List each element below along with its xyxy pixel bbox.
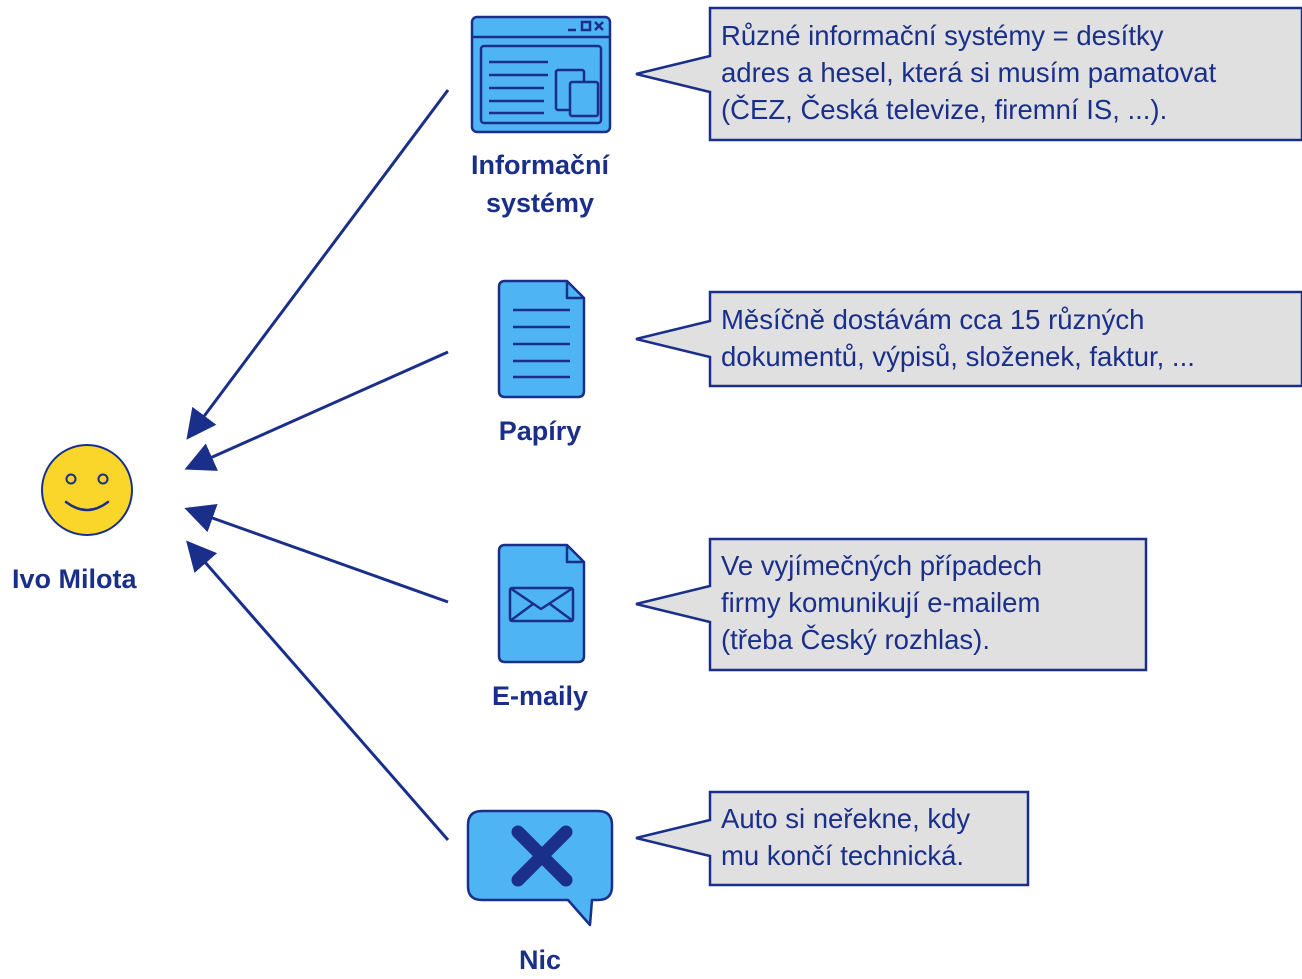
- label-nic: Nic: [438, 941, 642, 979]
- x-speech-bubble-icon: [466, 809, 614, 927]
- document-icon: [497, 279, 586, 399]
- callout-line: Měsíčně dostávám cca 15 různých: [721, 304, 1145, 335]
- callout-box-e-maily: [635, 537, 1148, 672]
- callouts: [635, 6, 1302, 887]
- callout-text-nic: Auto si neřekne, kdy mu končí technická.: [721, 800, 970, 874]
- arrow-informacni-systemy: [186, 89, 450, 440]
- callout-line: (třeba Český rozhlas).: [721, 624, 990, 655]
- person-name: Ivo Milota: [12, 564, 137, 594]
- callout-box-papiry: [635, 290, 1302, 388]
- label-line: Nic: [518, 945, 562, 975]
- callout-line: dokumentů, výpisů, složenek, faktur, ...: [721, 341, 1195, 372]
- arrow-papiry: [184, 350, 449, 471]
- label-line: systémy: [485, 188, 595, 218]
- label-line: Informační: [470, 150, 610, 180]
- callout-line: Auto si neřekne, kdy: [721, 803, 971, 834]
- callout-line: mu končí technická.: [721, 840, 965, 871]
- callout-text-papiry: Měsíčně dostávám cca 15 různých dokument…: [721, 301, 1195, 375]
- callout-text-e-maily: Ve vyjímečných případech firmy komunikuj…: [721, 547, 1042, 658]
- callout-line: adres a hesel, která si musím pamatovat: [721, 57, 1217, 88]
- arrows: [184, 89, 450, 841]
- label-line: Papíry: [498, 416, 582, 446]
- callout-line: Ve vyjímečných případech: [721, 550, 1043, 581]
- label-line: E-maily: [491, 681, 589, 711]
- label-papiry: Papíry: [438, 412, 642, 450]
- callout-line: firmy komunikují e-mailem: [721, 587, 1041, 618]
- callout-box-nic: [635, 790, 1030, 887]
- arrow-nic: [186, 540, 450, 841]
- label-e-maily: E-maily: [438, 677, 642, 715]
- callout-line: (ČEZ, Česká televize, firemní IS, ...).: [721, 94, 1168, 125]
- callout-text-informacni-systemy: Různé informační systémy = desítky adres…: [721, 17, 1216, 128]
- callout-line: Různé informační systémy = desítky: [721, 20, 1164, 51]
- label-informacni-systemy: Informační systémy: [438, 146, 642, 222]
- callout-box-informacni-systemy: [635, 6, 1302, 142]
- arrow-e-maily: [184, 503, 449, 604]
- envelope-document-icon: [497, 543, 586, 664]
- application-window-icon: [470, 15, 612, 134]
- smiley-face-icon: [41, 444, 133, 536]
